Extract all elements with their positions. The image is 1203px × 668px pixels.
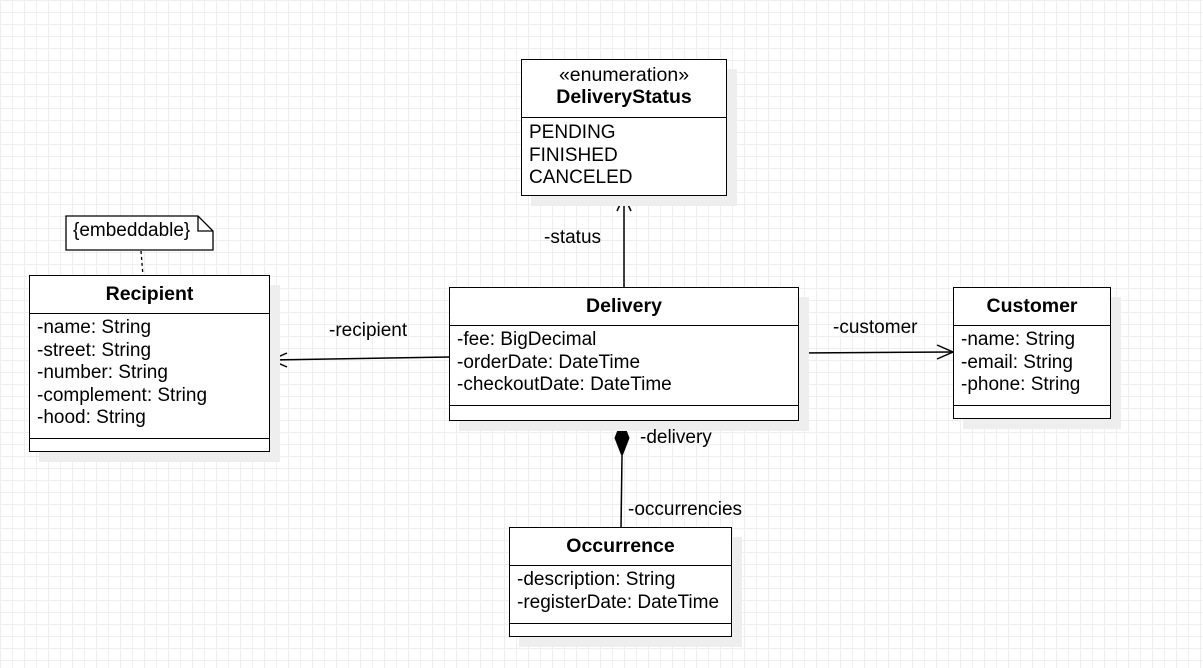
class-header: Customer [954, 288, 1110, 326]
composition-occurrence-line [620, 455, 623, 529]
label-recipient: -recipient [329, 320, 408, 341]
association-recipient-arrowhead [269, 352, 288, 368]
attribute: -description: String [517, 569, 676, 590]
enum-literal: PENDING [529, 122, 616, 143]
attribute: -orderDate: DateTime [457, 351, 641, 373]
attribute-list: -description: String -registerDate: Date… [510, 566, 731, 624]
enum-literal: FINISHED [529, 144, 618, 166]
attribute: -name: String [961, 329, 1076, 350]
class-header: Delivery [450, 288, 798, 326]
class-header: «enumeration» DeliveryStatus [522, 60, 726, 118]
class-delivery-status[interactable]: «enumeration» DeliveryStatus PENDING FIN… [521, 59, 727, 196]
class-delivery[interactable]: Delivery -fee: BigDecimal -orderDate: Da… [449, 287, 799, 421]
enum-literal: CANCELED [529, 167, 633, 188]
composition-diamond [614, 418, 630, 458]
class-header: Occurrence [510, 528, 731, 566]
class-name: Occurrence [566, 535, 675, 557]
class-customer[interactable]: Customer -name: String -email: String -p… [953, 287, 1111, 419]
attribute: -registerDate: DateTime [517, 591, 720, 613]
class-occurrence[interactable]: Occurrence -description: String -registe… [509, 527, 732, 637]
association-status-arrowhead [616, 194, 632, 212]
attribute: -name: String [37, 317, 152, 338]
class-header: Recipient [30, 276, 269, 314]
class-name: Delivery [586, 295, 662, 317]
attribute: -hood: String [37, 407, 146, 428]
class-name: Recipient [105, 283, 194, 305]
class-name: DeliveryStatus [556, 86, 692, 108]
note-shape [65, 215, 214, 251]
attribute: -phone: String [961, 374, 1081, 395]
attribute: -email: String [961, 351, 1073, 373]
class-recipient[interactable]: Recipient -name: String -street: String … [29, 275, 270, 452]
attribute: -complement: String [37, 384, 208, 406]
attribute-list: -name: String -street: String -number: S… [30, 314, 269, 439]
association-recipient-line [270, 356, 451, 361]
label-status: -status [544, 227, 602, 248]
attribute: -checkoutDate: DateTime [457, 374, 672, 395]
attribute: -fee: BigDecimal [457, 329, 597, 350]
attribute-list: -fee: BigDecimal -orderDate: DateTime -c… [450, 326, 798, 406]
association-customer-line [798, 351, 954, 354]
note-connector-line [140, 250, 144, 277]
attribute: -number: String [37, 362, 168, 383]
note-folded-corner [197, 216, 213, 232]
note-embeddable-text: {embeddable} [73, 220, 191, 241]
enum-literals: PENDING FINISHED CANCELED [522, 118, 726, 190]
label-customer: -customer [833, 317, 918, 338]
attribute-list: -name: String -email: String -phone: Str… [954, 326, 1110, 406]
stereotype-label: «enumeration» [558, 64, 690, 86]
label-occurrencies: -occurrencies [628, 499, 743, 520]
label-delivery: -delivery [640, 427, 712, 448]
class-name: Customer [986, 295, 1078, 317]
attribute: -street: String [37, 339, 152, 361]
